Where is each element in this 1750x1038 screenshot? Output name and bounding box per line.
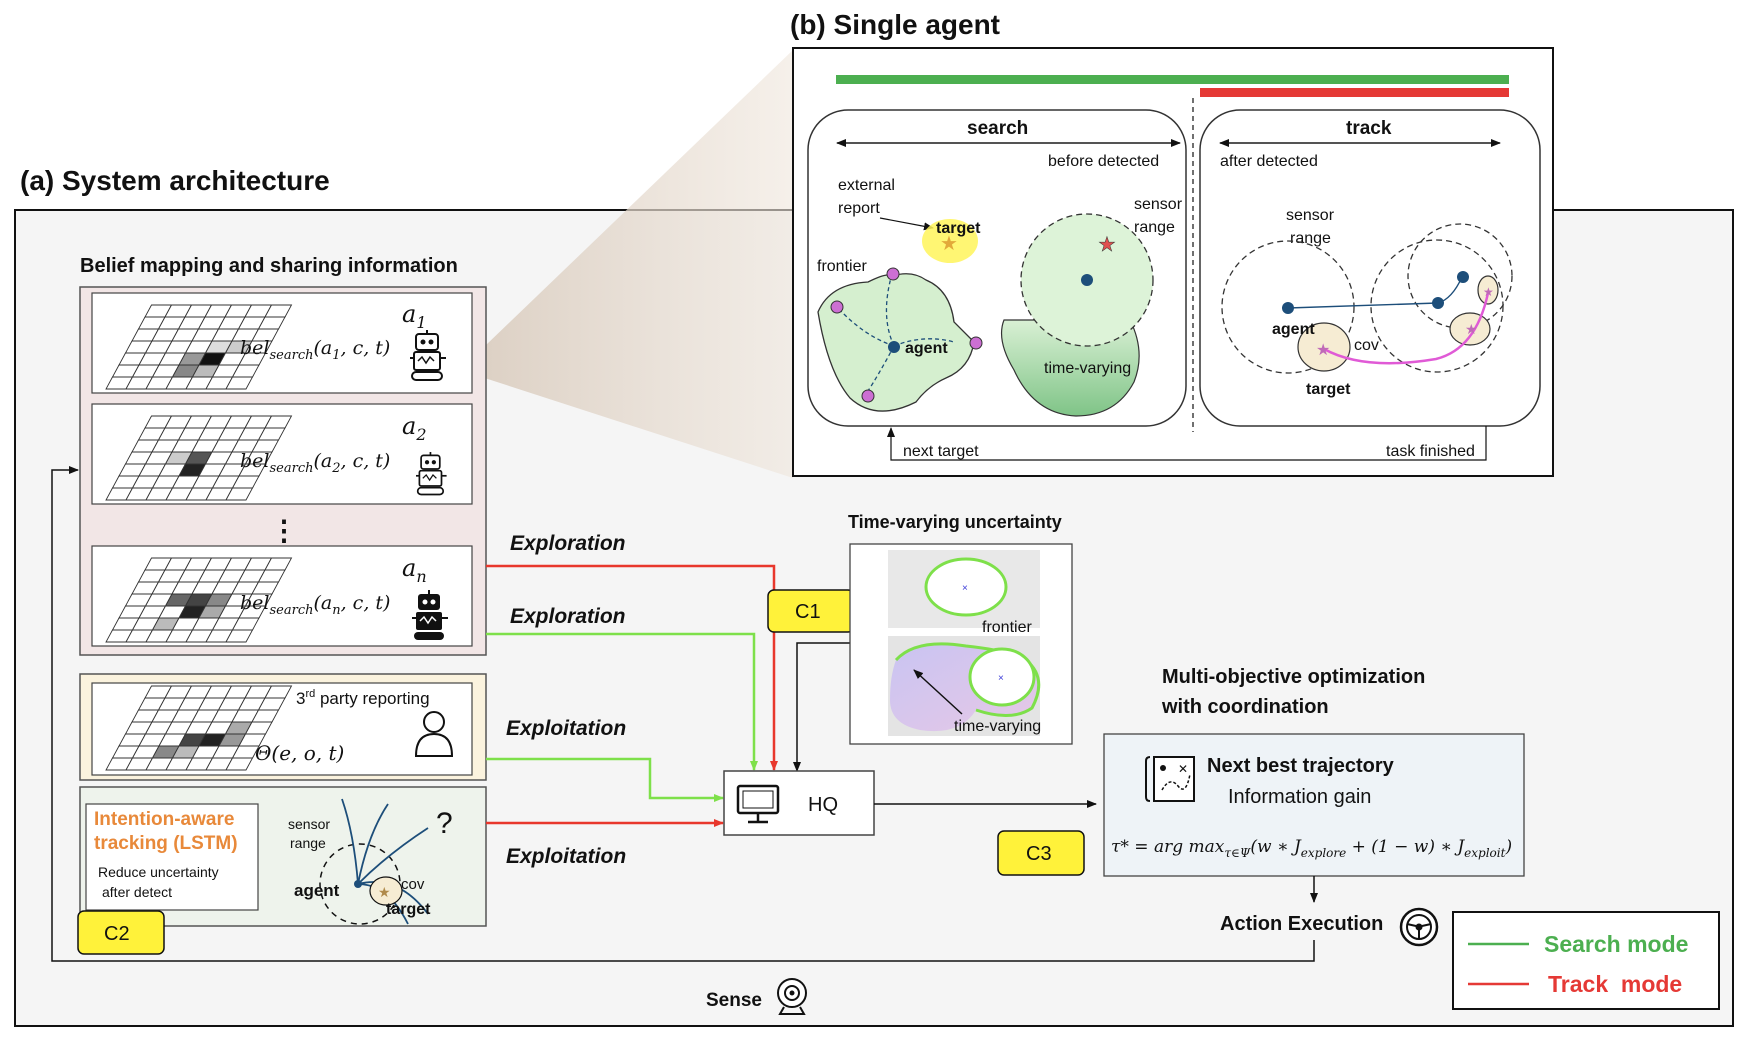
belief-grid-2 (105, 415, 293, 501)
svg-text:★: ★ (940, 233, 958, 255)
flow-exploration-red (486, 564, 778, 771)
track-cov: cov (1354, 337, 1379, 354)
time-varying-header: Time-varying uncertainty (848, 512, 1062, 532)
svg-text:★: ★ (378, 884, 391, 900)
search-agent: agent (905, 340, 948, 357)
target-highlight (922, 219, 978, 263)
tv-frontier-label: frontier (982, 619, 1032, 636)
robot-icon (412, 590, 448, 640)
flow-exploitation-green (486, 757, 724, 802)
task-finished: task finished (1386, 443, 1475, 460)
tv-varying-label: time-varying (954, 718, 1041, 735)
third-party-label: 3rd party reporting (296, 688, 430, 708)
map-route-icon: ✕ (1145, 756, 1195, 802)
grid-cell (264, 304, 293, 318)
next-target: next target (903, 443, 979, 460)
svg-text:×: × (998, 673, 1004, 684)
robot-icon (410, 330, 446, 381)
svg-text:★: ★ (1483, 285, 1494, 299)
svg-text:★: ★ (1316, 342, 1330, 359)
svg-text:✕: ✕ (1178, 762, 1188, 776)
legend-track-label: Track mode (1548, 971, 1682, 997)
belief-grid-1 (105, 304, 293, 390)
intention-cov: cov (401, 876, 425, 893)
intention-illustration: ★ (319, 798, 429, 925)
belief-grid-third-party (105, 685, 293, 771)
action-execution-label: Action Execution (1220, 913, 1383, 935)
belief-formula-1: belsearch(a1, c, t) (240, 337, 390, 363)
title-single-agent: (b) Single agent (790, 9, 1000, 40)
agent-label-n: an (402, 554, 427, 586)
monitor-icon (736, 784, 780, 824)
agent-card-2: a2 belsearch(a2, c, t) (91, 403, 473, 505)
grid-cell (264, 557, 293, 571)
zoom-projection (460, 50, 793, 478)
agent-ellipsis: ⋮ (270, 515, 298, 546)
callout-c2-label: C2 (104, 923, 130, 945)
task-loop (887, 426, 1487, 461)
agent-label-2: a2 (402, 412, 427, 444)
next-best-label: Next best trajectory (1207, 755, 1395, 777)
agent-label-1: a1 (402, 300, 427, 332)
legend-box (1452, 911, 1720, 1010)
robot-icon (416, 452, 447, 496)
track-target: target (1306, 381, 1351, 398)
steering-wheel-icon (1399, 907, 1439, 947)
belief-formula-2: belsearch(a2, c, t) (240, 450, 390, 476)
label-exploitation-2: Exploitation (506, 845, 626, 868)
tv-frontier-blob (924, 557, 1008, 617)
label-exploration-2: Exploration (510, 605, 626, 628)
track-agent: agent (1272, 321, 1315, 338)
grid-cell (264, 415, 293, 429)
optimization-formula: τ* = arg maxτ∈Ψ(w ∗ Jexplore + (1 − w) ∗… (1111, 837, 1512, 860)
belief-header: Belief mapping and sharing information (80, 255, 458, 277)
track-phase-box (1199, 109, 1541, 427)
search-target: target (936, 220, 981, 237)
info-gain-label: Information gain (1228, 786, 1371, 808)
flow-time-varying (793, 642, 850, 772)
title-system-architecture: (a) System architecture (20, 165, 330, 196)
intention-target: target (386, 901, 431, 918)
agent-card-1: a1 belsearch(a1, c, t) (91, 292, 473, 394)
track-title: track (1346, 118, 1392, 139)
hq-label: HQ (808, 794, 838, 816)
callout-c1-label: C1 (795, 601, 821, 623)
agent-card-n: an belsearch(an, c, t) (91, 545, 473, 647)
sense-label: Sense (706, 990, 762, 1011)
camera-icon (777, 978, 807, 1015)
search-mode-bar (836, 75, 1509, 84)
flow-exploration-green (486, 632, 758, 771)
label-exploitation-1: Exploitation (506, 717, 626, 740)
callout-c2 (77, 910, 165, 955)
svg-text:★: ★ (1098, 234, 1116, 256)
after-detected: after detected (1220, 153, 1318, 170)
grid-cell (264, 685, 293, 699)
label-exploration-1: Exploration (510, 532, 626, 555)
svg-text:×: × (962, 583, 968, 594)
search-title: search (967, 118, 1028, 139)
belief-grid-n (105, 557, 293, 643)
intention-question: ? (436, 807, 453, 840)
intention-card (85, 803, 259, 911)
sense-loop (51, 466, 1315, 962)
track-mode-bar (1200, 88, 1509, 97)
person-icon (414, 711, 454, 757)
intention-agent: agent (294, 881, 340, 900)
search-time-varying: time-varying (1044, 360, 1131, 377)
callout-c3 (997, 830, 1085, 876)
search-frontier: frontier (817, 258, 867, 275)
callout-c3-label: C3 (1026, 843, 1052, 865)
before-detected: before detected (1048, 153, 1159, 170)
belief-formula-n: belsearch(an, c, t) (240, 592, 390, 618)
legend-search-label: Search mode (1544, 931, 1688, 957)
svg-text:★: ★ (1465, 321, 1478, 337)
third-party-formula: Θ(e, o, t) (255, 741, 344, 765)
